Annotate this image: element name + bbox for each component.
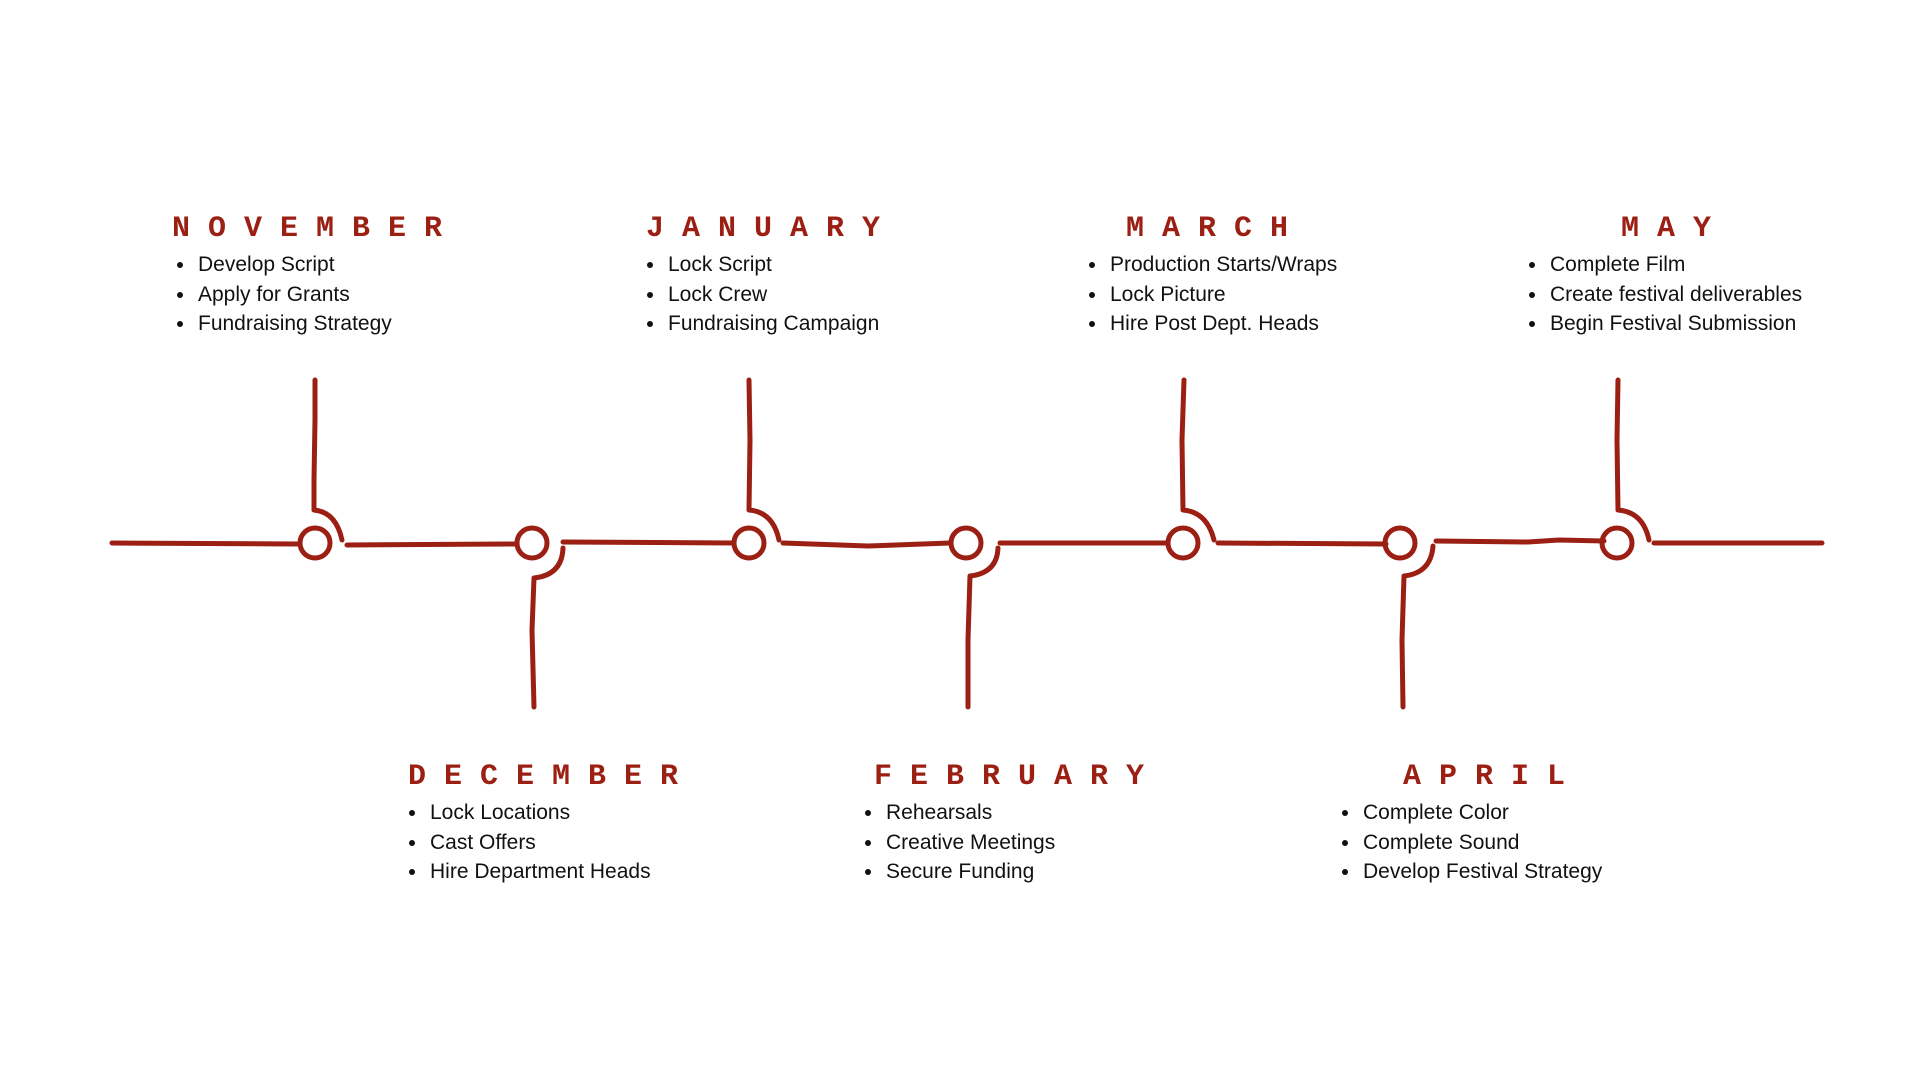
milestone-january <box>731 525 767 561</box>
stage-november: NOVEMBER Develop Script Apply for Grants… <box>172 214 612 339</box>
list-item: Production Starts/Wraps <box>1108 250 1566 280</box>
connector-may <box>1614 377 1652 543</box>
list-item: Develop Script <box>196 250 612 280</box>
milestone-december <box>514 525 550 561</box>
list-item: Hire Department Heads <box>428 857 848 887</box>
connector-january <box>746 377 782 543</box>
stage-february: FEBRUARY Rehearsals Creative Meetings Se… <box>874 762 1314 887</box>
list-item: Lock Crew <box>666 280 1086 310</box>
stage-list-february: Rehearsals Creative Meetings Secure Fund… <box>862 798 1314 887</box>
list-item: Complete Sound <box>1361 828 1843 858</box>
list-item: Lock Picture <box>1108 280 1566 310</box>
list-item: Cast Offers <box>428 828 848 858</box>
stage-title-march: MARCH <box>1126 212 1307 246</box>
stage-december: DECEMBER Lock Locations Cast Offers Hire… <box>408 762 848 887</box>
milestone-march <box>1165 525 1201 561</box>
stage-title-april: APRIL <box>1403 760 1584 794</box>
stage-title-december: DECEMBER <box>408 760 697 794</box>
list-item: Complete Film <box>1548 250 1920 280</box>
connector-november <box>311 377 345 543</box>
milestone-may <box>1599 525 1635 561</box>
list-item: Begin Festival Submission <box>1548 309 1920 339</box>
timeline-line-segment <box>109 540 300 547</box>
list-item: Secure Funding <box>884 857 1314 887</box>
list-item: Fundraising Strategy <box>196 309 612 339</box>
stage-list-december: Lock Locations Cast Offers Hire Departme… <box>406 798 848 887</box>
milestone-november <box>297 525 333 561</box>
list-item: Create festival deliverables <box>1548 280 1920 310</box>
timeline-line-segment <box>560 539 736 546</box>
stage-list-november: Develop Script Apply for Grants Fundrais… <box>174 250 612 339</box>
list-item: Develop Festival Strategy <box>1361 857 1843 887</box>
timeline-line-segment <box>344 541 518 548</box>
connector-february <box>965 545 1001 710</box>
stage-january: JANUARY Lock Script Lock Crew Fundraisin… <box>646 214 1086 339</box>
stage-april: APRIL Complete Color Complete Sound Deve… <box>1363 760 1843 887</box>
list-item: Apply for Grants <box>196 280 612 310</box>
list-item: Lock Script <box>666 250 1086 280</box>
stage-title-january: JANUARY <box>646 212 899 246</box>
stage-march: MARCH Production Starts/Wraps Lock Pictu… <box>1110 212 1566 339</box>
stage-list-april: Complete Color Complete Sound Develop Fe… <box>1339 798 1843 887</box>
connector-december <box>529 545 566 710</box>
list-item: Lock Locations <box>428 798 848 828</box>
milestone-february <box>948 525 984 561</box>
stage-may: MAY Complete Film Create festival delive… <box>1550 212 1920 339</box>
list-item: Complete Color <box>1361 798 1843 828</box>
stage-title-february: FEBRUARY <box>874 760 1163 794</box>
stage-title-november: NOVEMBER <box>172 212 461 246</box>
list-item: Fundraising Campaign <box>666 309 1086 339</box>
stage-title-may: MAY <box>1621 212 1730 246</box>
milestone-april <box>1382 525 1418 561</box>
stage-list-march: Production Starts/Wraps Lock Picture Hir… <box>1086 250 1566 339</box>
connector-march <box>1179 377 1217 543</box>
timeline-line-segment <box>780 540 953 549</box>
stage-list-january: Lock Script Lock Crew Fundraising Campai… <box>644 250 1086 339</box>
timeline-line-segment <box>1215 540 1389 547</box>
list-item: Rehearsals <box>884 798 1314 828</box>
list-item: Hire Post Dept. Heads <box>1108 309 1566 339</box>
list-item: Creative Meetings <box>884 828 1314 858</box>
stage-list-may: Complete Film Create festival deliverabl… <box>1526 250 1920 339</box>
connector-april <box>1399 543 1436 710</box>
timeline-line-segment <box>1433 537 1607 545</box>
